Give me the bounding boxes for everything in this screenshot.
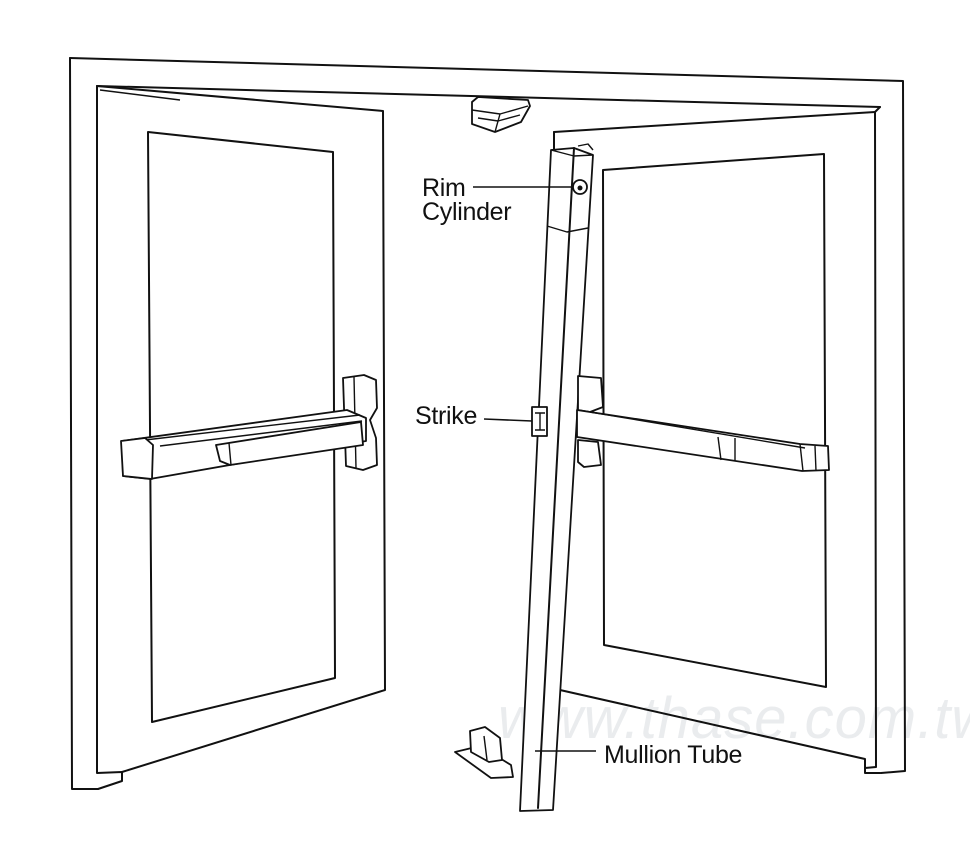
label-rim: Rim: [422, 174, 466, 202]
left-door-leaf: [96, 85, 386, 790]
callout-mullion-tube: Mullion Tube: [535, 741, 742, 769]
label-cylinder: Cylinder: [422, 198, 511, 226]
watermark-text: www.thase.com.tw: [498, 686, 970, 751]
overhead-stop: [471, 96, 531, 133]
label-mullion-tube: Mullion Tube: [604, 741, 742, 769]
right-exit-device: [576, 375, 830, 472]
callout-strike: Strike: [415, 402, 533, 430]
floor-stop: [454, 726, 514, 779]
mullion-tube: [519, 143, 594, 812]
door-frame: [69, 57, 906, 790]
right-door-leaf: [553, 106, 881, 774]
callout-rim-cylinder: Rim Cylinder: [422, 174, 572, 226]
left-exit-device: [120, 374, 378, 480]
label-strike: Strike: [415, 402, 477, 430]
